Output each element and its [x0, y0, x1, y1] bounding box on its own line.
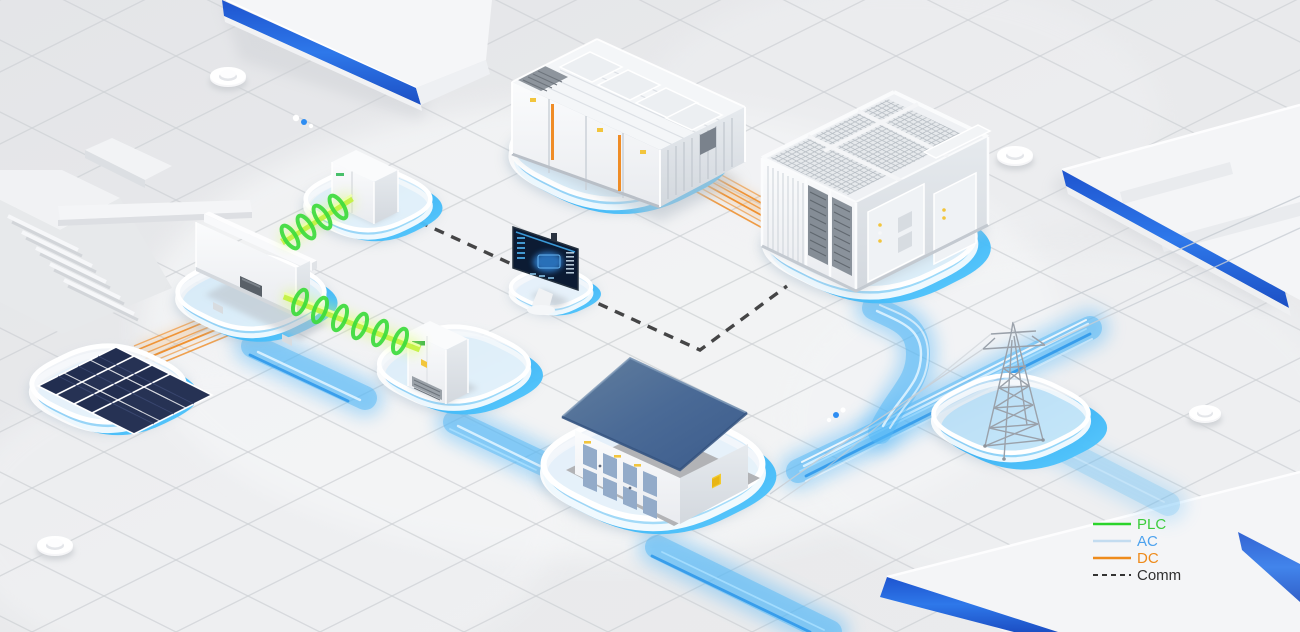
building-door-panels: [583, 441, 657, 519]
legend-label-dc: DC: [1137, 550, 1159, 567]
string-inverter: [195, 211, 328, 346]
slab-bottom-right: [880, 470, 1300, 632]
pc-webcam: [551, 233, 557, 241]
slab-top-left: [220, 0, 492, 120]
legend-label-ac: AC: [1137, 533, 1158, 550]
legend-label-comm: Comm: [1137, 567, 1181, 584]
slab-top-right: [1050, 103, 1300, 316]
legend-item-dc: DC: [1093, 550, 1159, 567]
disc-puck-4: [36, 536, 74, 560]
pc-screen-content: [515, 231, 576, 279]
rail-slab: [58, 138, 252, 226]
road-inverter-to-battery: [250, 346, 365, 401]
legend: PLC AC DC Comm: [1093, 516, 1181, 584]
transformer-station: [760, 90, 992, 294]
power-wires: [769, 195, 1300, 503]
plc-coil-upper: [277, 191, 357, 251]
plc-coil-lower: [281, 287, 423, 357]
road-building-south: [652, 547, 830, 632]
disc-puck-3: [1188, 405, 1222, 427]
disc-puck-2: [996, 146, 1034, 170]
comm-dashed-line: [401, 212, 789, 352]
disc-puck-1: [209, 67, 247, 91]
road-battery-to-building: [450, 422, 548, 470]
bess-container: [511, 38, 746, 222]
road-transformer-curve: [874, 305, 928, 432]
legend-item-comm: Comm: [1093, 567, 1181, 584]
monitoring-pc: [512, 225, 579, 315]
floor-dots-2: [826, 407, 846, 423]
legend-item-plc: PLC: [1093, 516, 1166, 533]
legend-label-plc: PLC: [1137, 516, 1166, 533]
substation-building: [561, 356, 760, 526]
floor-dots-1: [292, 114, 314, 129]
transmission-tower: [982, 321, 1046, 461]
solar-panel-array: [36, 346, 214, 435]
stepped-structure: [0, 170, 172, 334]
legend-item-ac: AC: [1093, 533, 1158, 550]
